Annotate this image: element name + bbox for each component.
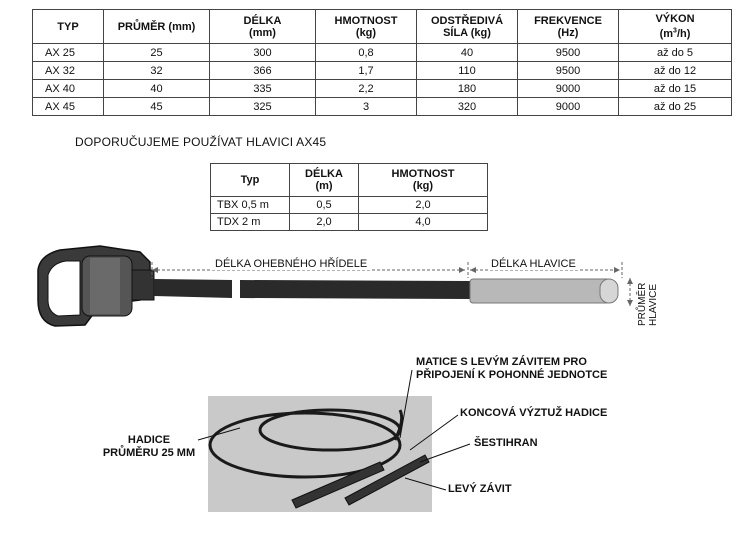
hose-coil [208, 408, 404, 479]
left-thread-callout: LEVÝ ZÁVIT [448, 483, 512, 495]
spec-header-row: TYP PRŮMĚR (mm) DÉLKA(mm) HMOTNOST(kg) O… [32, 9, 732, 44]
col-frekvence: FREKVENCE(Hz) [517, 9, 619, 44]
spec-table: TYP PRŮMĚR (mm) DÉLKA(mm) HMOTNOST(kg) O… [32, 9, 732, 116]
spec-cell: AX 45 [32, 97, 104, 116]
head-diameter-label: PRŮMĚR HLAVICE [637, 282, 659, 326]
hose-cell: 2,0 [289, 213, 359, 231]
end-reinforcement-callout: KONCOVÁ VÝZTUŽ HADICE [460, 407, 608, 419]
hose-ends [291, 454, 430, 509]
spec-cell: 45 [103, 97, 210, 116]
spec-cell: 25 [103, 43, 210, 62]
nut-callout: MATICE S LEVÝM ZÁVITEM PRO PŘIPOJENÍ K P… [416, 356, 608, 381]
hose-cell: 4,0 [358, 213, 488, 231]
shaft-length-label: DÉLKA OHEBNÉHO HŘÍDELE [212, 258, 371, 270]
spec-cell: 1,7 [315, 61, 417, 80]
spec-cell: AX 25 [32, 43, 104, 62]
col-prumer: PRŮMĚR (mm) [103, 9, 210, 44]
spec-cell: až do 15 [618, 79, 732, 98]
spec-cell: 9000 [517, 97, 619, 116]
motor-illustration [37, 245, 155, 327]
head-length-label: DÉLKA HLAVICE [488, 258, 579, 270]
col-typ: TYP [32, 9, 104, 44]
spec-cell: 9500 [517, 61, 619, 80]
vibrator-head [469, 278, 611, 304]
spec-cell: 3 [315, 97, 417, 116]
spec-cell: 325 [209, 97, 316, 116]
flexible-shaft [154, 279, 232, 298]
spec-cell: až do 25 [618, 97, 732, 116]
col-vykon: VÝKON(m3/h) [618, 9, 732, 44]
hose-diameter-callout: HADICE PRŮMĚRU 25 MM [102, 434, 196, 459]
spec-cell: 300 [209, 43, 316, 62]
hexagon-callout: ŠESTIHRAN [474, 437, 538, 449]
col-hose-hmotnost: HMOTNOST(kg) [358, 163, 488, 197]
hose-header-row: Typ DÉLKA(m) HMOTNOST(kg) [210, 163, 488, 197]
recommendation-note: DOPORUČUJEME POUŽÍVAT HLAVICI AX45 [75, 135, 327, 149]
hose-cell: TDX 2 m [210, 213, 290, 231]
col-hmotnost: HMOTNOST(kg) [315, 9, 417, 44]
